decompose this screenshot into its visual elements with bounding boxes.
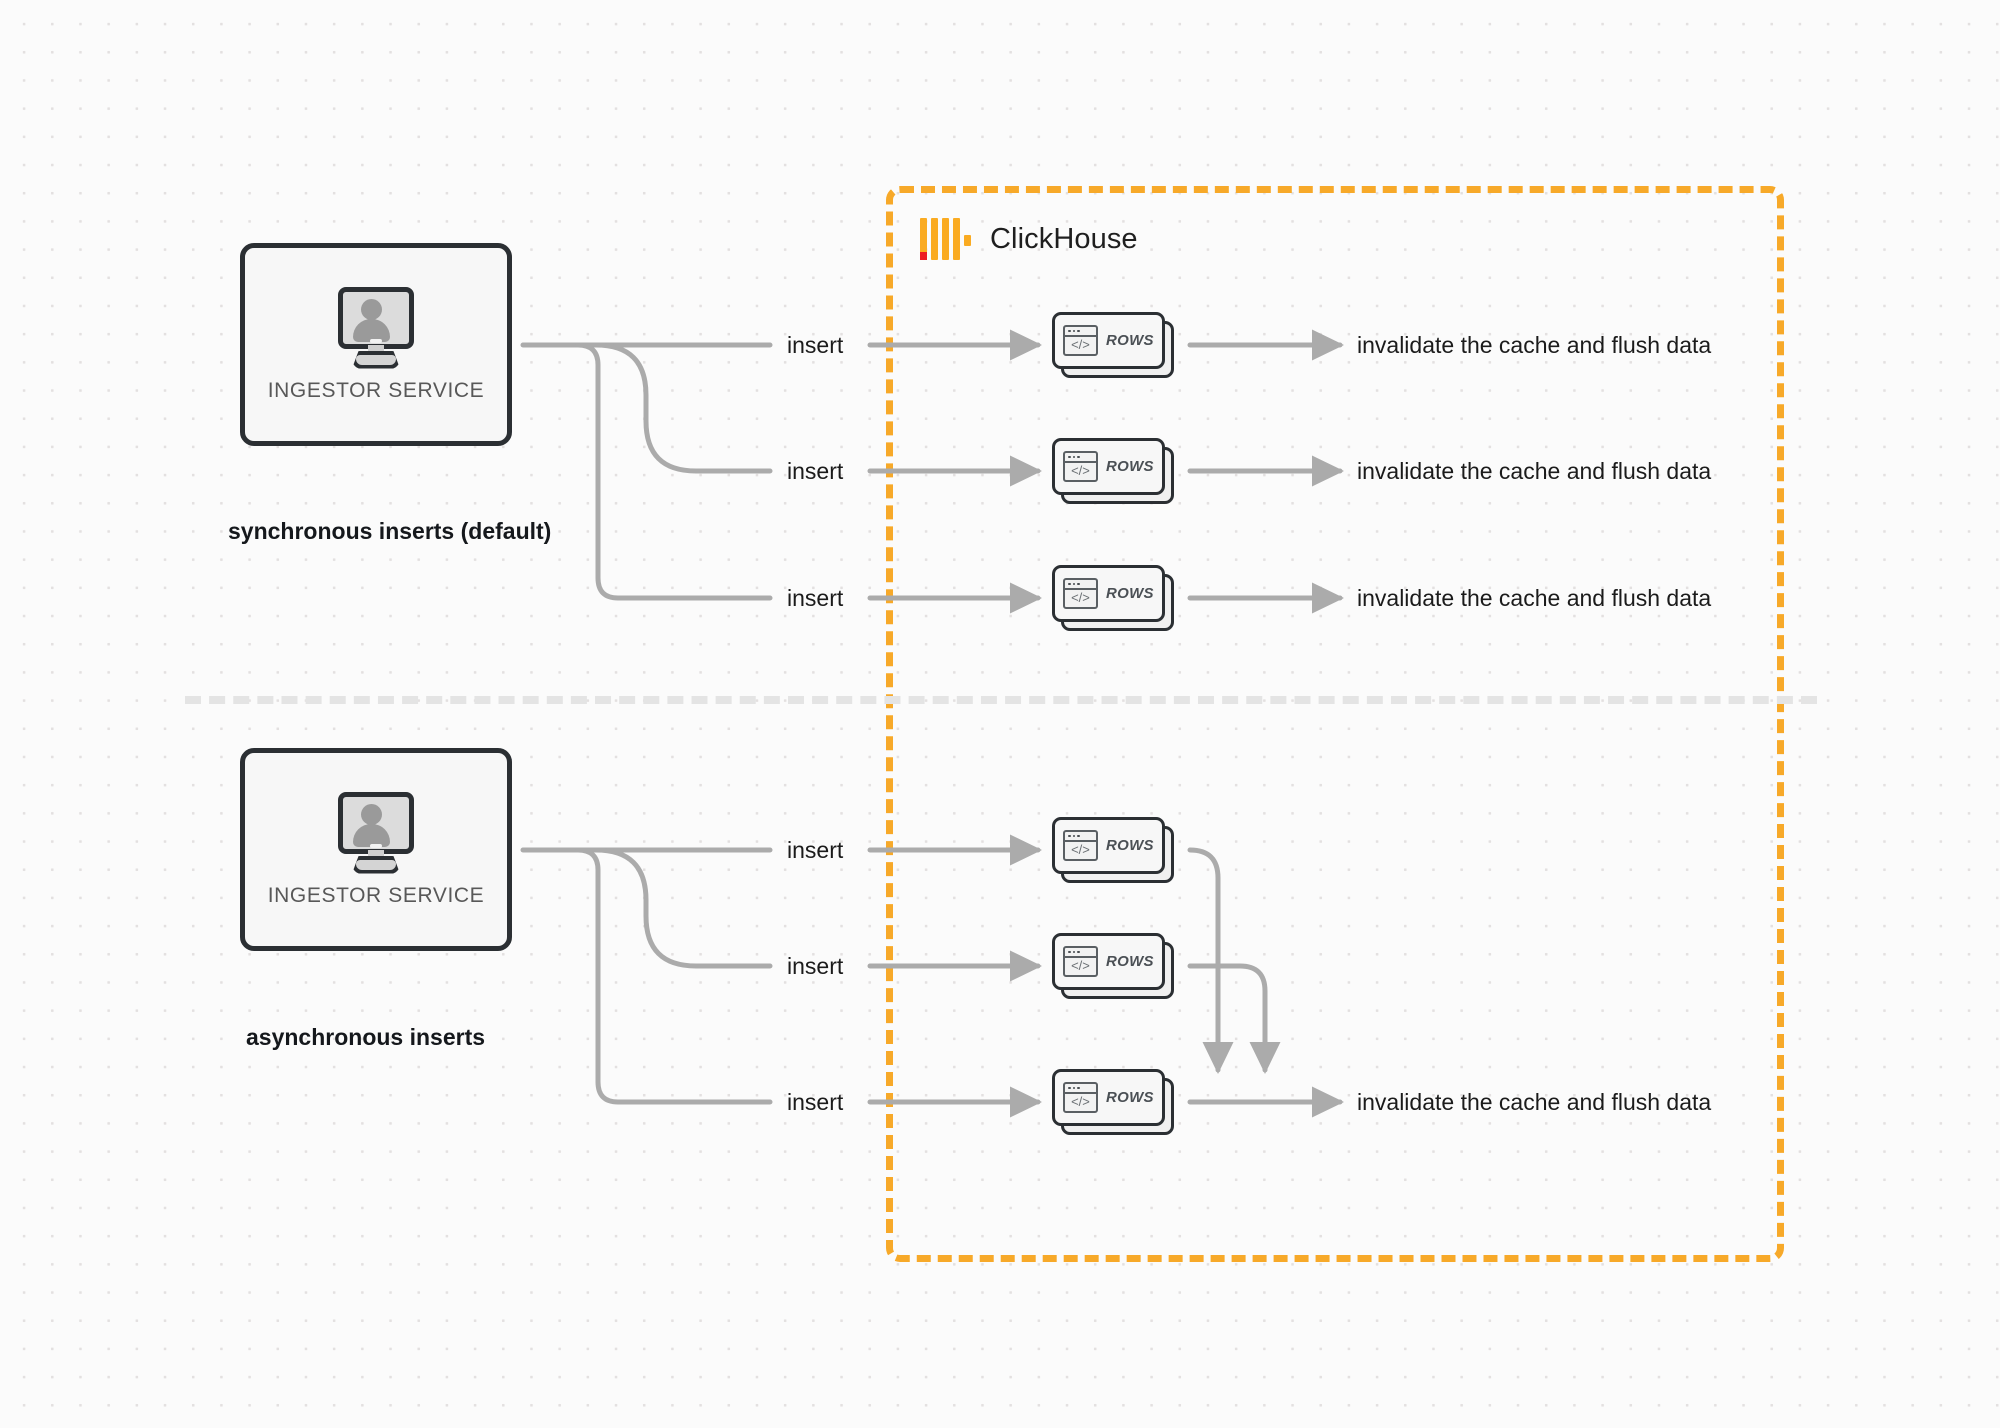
window-dot bbox=[1068, 329, 1071, 333]
window-dot bbox=[1072, 950, 1075, 954]
logo-bar-4 bbox=[953, 218, 960, 260]
logo-bar-1 bbox=[920, 218, 927, 260]
avatar-head bbox=[361, 803, 382, 825]
window-titlebar bbox=[1065, 327, 1096, 337]
rows-card-label: ROWS bbox=[1106, 1089, 1154, 1106]
code-window-icon: </> bbox=[1063, 830, 1098, 861]
logo-bar-3 bbox=[942, 218, 949, 260]
rows-card-async-2[interactable]: </> ROWS bbox=[1052, 933, 1174, 999]
monitor-led bbox=[370, 843, 382, 848]
insert-label-async-2: insert bbox=[787, 953, 844, 979]
insert-label-async-3: insert bbox=[787, 1089, 844, 1115]
window-titlebar bbox=[1065, 832, 1096, 842]
window-dot bbox=[1072, 834, 1075, 838]
window-dot bbox=[1077, 329, 1080, 333]
window-dot bbox=[1077, 455, 1080, 459]
window-dot bbox=[1077, 950, 1080, 954]
rows-card-sync-2[interactable]: </> ROWS bbox=[1052, 438, 1174, 504]
window-dot bbox=[1068, 950, 1071, 954]
mode-label-asynchronous: asynchronous inserts bbox=[246, 1024, 486, 1050]
mode-label-synchronous: synchronous inserts (default) bbox=[228, 518, 552, 544]
ingestor-service-label-async: INGESTOR SERVICE bbox=[267, 883, 485, 907]
avatar-body bbox=[353, 823, 390, 847]
rows-card-front: </> ROWS bbox=[1052, 1069, 1165, 1126]
logo-stub-bar bbox=[964, 235, 971, 246]
rows-card-label: ROWS bbox=[1106, 837, 1154, 854]
insert-label-async-1: insert bbox=[787, 837, 844, 863]
window-titlebar bbox=[1065, 948, 1096, 958]
window-titlebar bbox=[1065, 1084, 1096, 1094]
ingestor-service-label-sync: INGESTOR SERVICE bbox=[267, 378, 485, 402]
window-dot bbox=[1077, 1086, 1080, 1090]
clickhouse-logo-icon bbox=[920, 218, 971, 260]
result-label-sync-2: invalidate the cache and flush data bbox=[1357, 458, 1712, 484]
code-glyph: </> bbox=[1071, 842, 1090, 857]
rows-card-label: ROWS bbox=[1106, 458, 1154, 475]
code-glyph: </> bbox=[1071, 958, 1090, 973]
avatar-head bbox=[361, 298, 382, 320]
code-glyph: </> bbox=[1071, 590, 1090, 605]
window-dot bbox=[1072, 582, 1075, 586]
window-dot bbox=[1072, 1086, 1075, 1090]
code-window-icon: </> bbox=[1063, 578, 1098, 609]
code-window-icon: </> bbox=[1063, 1082, 1098, 1113]
avatar-body bbox=[353, 318, 390, 342]
rows-card-async-1[interactable]: </> ROWS bbox=[1052, 817, 1174, 883]
rows-card-label: ROWS bbox=[1106, 332, 1154, 349]
code-glyph: </> bbox=[1071, 1094, 1090, 1109]
rows-card-front: </> ROWS bbox=[1052, 438, 1165, 495]
clickhouse-label: ClickHouse bbox=[990, 222, 1138, 255]
window-dot bbox=[1068, 834, 1071, 838]
rows-card-front: </> ROWS bbox=[1052, 565, 1165, 622]
code-window-icon: </> bbox=[1063, 451, 1098, 482]
insert-label-sync-1: insert bbox=[787, 332, 844, 358]
window-titlebar bbox=[1065, 453, 1096, 463]
monitor-neck bbox=[368, 344, 384, 355]
window-dot bbox=[1068, 582, 1071, 586]
code-window-icon: </> bbox=[1063, 946, 1098, 977]
window-dot bbox=[1068, 455, 1071, 459]
rows-card-label: ROWS bbox=[1106, 953, 1154, 970]
monitor-user-icon bbox=[330, 286, 422, 369]
insert-label-sync-2: insert bbox=[787, 458, 844, 484]
window-titlebar bbox=[1065, 580, 1096, 590]
monitor-led bbox=[370, 338, 382, 343]
window-dot bbox=[1072, 455, 1075, 459]
window-dot bbox=[1072, 329, 1075, 333]
insert-label-sync-3: insert bbox=[787, 585, 844, 611]
ingestor-service-node-sync[interactable]: INGESTOR SERVICE bbox=[240, 243, 512, 446]
monitor-base bbox=[352, 855, 400, 874]
monitor-neck bbox=[368, 849, 384, 860]
rows-card-front: </> ROWS bbox=[1052, 933, 1165, 990]
clickhouse-region-boundary bbox=[886, 186, 1784, 1262]
window-dot bbox=[1077, 834, 1080, 838]
logo-red-square bbox=[920, 252, 927, 260]
rows-card-front: </> ROWS bbox=[1052, 312, 1165, 369]
code-glyph: </> bbox=[1071, 463, 1090, 478]
rows-card-async-3[interactable]: </> ROWS bbox=[1052, 1069, 1174, 1135]
code-glyph: </> bbox=[1071, 337, 1090, 352]
monitor-user-icon bbox=[330, 791, 422, 874]
rows-card-front: </> ROWS bbox=[1052, 817, 1165, 874]
rows-card-sync-1[interactable]: </> ROWS bbox=[1052, 312, 1174, 378]
clickhouse-brand: ClickHouse bbox=[920, 218, 1138, 260]
ingestor-service-node-async[interactable]: INGESTOR SERVICE bbox=[240, 748, 512, 951]
rows-card-label: ROWS bbox=[1106, 585, 1154, 602]
logo-bar-2 bbox=[931, 218, 938, 260]
result-label-sync-3: invalidate the cache and flush data bbox=[1357, 585, 1712, 611]
window-dot bbox=[1068, 1086, 1071, 1090]
rows-card-sync-3[interactable]: </> ROWS bbox=[1052, 565, 1174, 631]
section-divider bbox=[185, 696, 1817, 704]
code-window-icon: </> bbox=[1063, 325, 1098, 356]
result-label-sync-1: invalidate the cache and flush data bbox=[1357, 332, 1712, 358]
monitor-base bbox=[352, 350, 400, 369]
result-label-async-merged: invalidate the cache and flush data bbox=[1357, 1089, 1712, 1115]
window-dot bbox=[1077, 582, 1080, 586]
